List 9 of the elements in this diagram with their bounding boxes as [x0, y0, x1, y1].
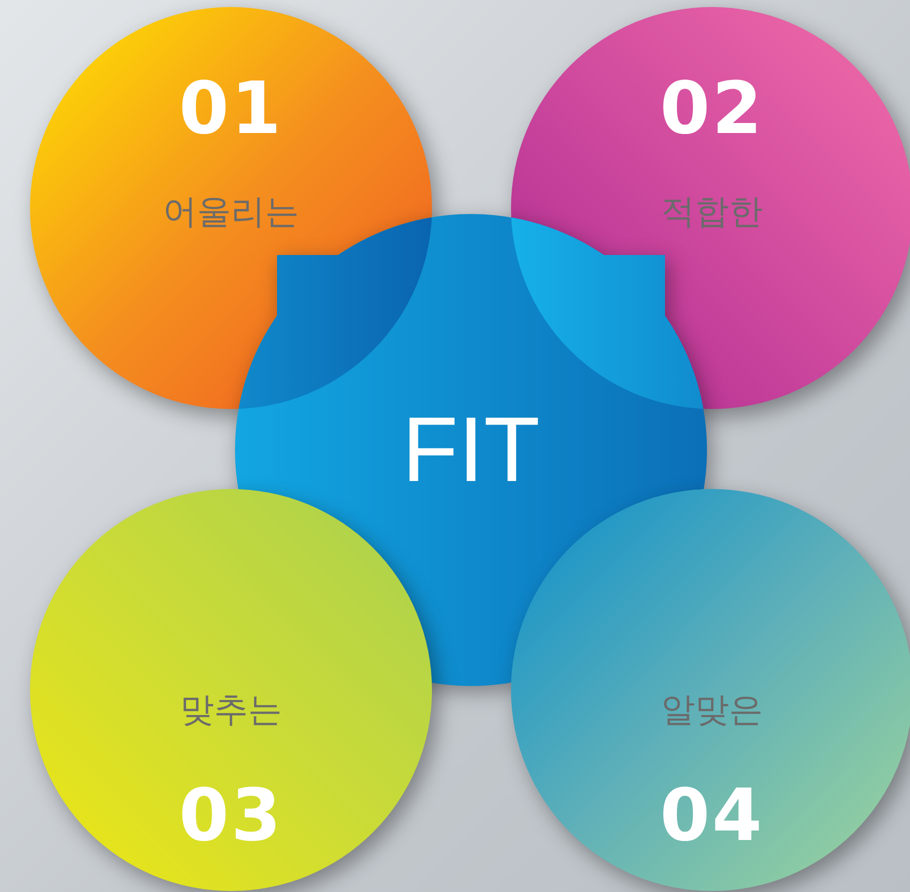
step-number: 02 — [660, 72, 764, 144]
step-label: 알맞은 — [661, 693, 763, 727]
step-number: 03 — [178, 779, 284, 851]
step-number: 04 — [660, 779, 764, 851]
step-label: 적합한 — [661, 195, 763, 229]
step-label: 어울리는 — [163, 195, 299, 229]
step-number: 01 — [178, 72, 284, 144]
center-title: FIT — [402, 404, 540, 496]
step-label: 맞추는 — [180, 693, 282, 727]
